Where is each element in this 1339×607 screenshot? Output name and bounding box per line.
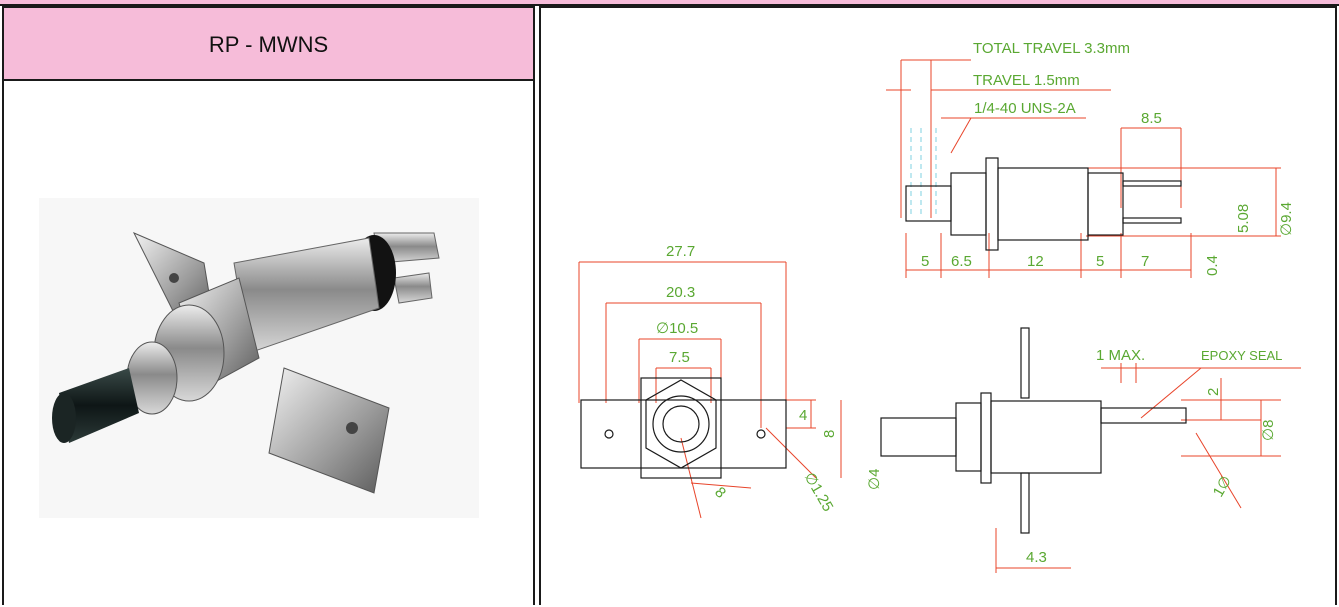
- dimension-labels: TOTAL TRAVEL 3.3mm TRAVEL 1.5mm 1/4-40 U…: [656, 40, 1295, 566]
- hidden-lines: [910, 128, 937, 218]
- label-terminal-offset: 0.4: [1204, 255, 1221, 276]
- label-plunger-diameter: ∅4: [866, 469, 883, 490]
- terminal-lower: [393, 272, 433, 304]
- technical-drawing: TOTAL TRAVEL 3.3mm TRAVEL 1.5mm 1/4-40 U…: [578, 40, 1301, 573]
- label-dim-1: 1∅: [1210, 473, 1235, 500]
- label-terminal-pitch: 5.08: [1235, 204, 1252, 233]
- outline-shapes: [580, 157, 1187, 534]
- plunger-cap: [52, 393, 76, 443]
- dimension-lines: [578, 59, 1301, 573]
- label-seg-body: 12: [1027, 253, 1044, 270]
- bracket-hole-top: [169, 273, 179, 283]
- product-title-bar: RP - MWNS: [4, 8, 533, 81]
- label-dim-2: 2: [1205, 388, 1222, 396]
- label-terminal-length: 8.5: [1141, 110, 1162, 127]
- drawing-panel: TOTAL TRAVEL 3.3mm TRAVEL 1.5mm 1/4-40 U…: [539, 6, 1337, 605]
- label-thread: 1/4-40 UNS-2A: [974, 100, 1076, 117]
- label-tab-hole-offset: 4: [799, 407, 807, 424]
- label-epoxy-seal: EPOXY SEAL: [1201, 348, 1282, 363]
- label-max-gap: 1 MAX.: [1096, 347, 1145, 364]
- top-strip: [0, 0, 1339, 6]
- label-dim-8: ∅8: [1260, 420, 1277, 441]
- label-tab-height: 8: [821, 430, 838, 438]
- plunger-shaft: [59, 368, 139, 443]
- product-photo: [39, 198, 479, 518]
- label-hole-spacing: 20.3: [666, 284, 695, 301]
- label-hole-diameter: ∅1.25: [801, 470, 837, 515]
- label-plunger-width: 7.5: [669, 349, 690, 366]
- label-seg-terminal: 7: [1141, 253, 1149, 270]
- label-nut-diameter: ∅10.5: [656, 320, 698, 337]
- label-seg-base: 5: [1096, 253, 1104, 270]
- label-total-travel: TOTAL TRAVEL 3.3mm: [973, 40, 1130, 57]
- label-travel: TRAVEL 1.5mm: [973, 72, 1080, 89]
- label-bracket-offset: 4.3: [1026, 549, 1047, 566]
- bracket-tab-bottom: [268, 367, 390, 494]
- label-seg-plunger: 5: [921, 253, 929, 270]
- product-panel: RP - MWNS: [2, 6, 535, 605]
- label-bracket-width: 27.7: [666, 243, 695, 260]
- label-seg-thread: 6.5: [951, 253, 972, 270]
- bracket-hole-bottom: [346, 422, 358, 434]
- product-code: RP - MWNS: [208, 32, 329, 57]
- label-nut-flat: 8: [711, 484, 729, 502]
- label-body-diameter: ∅9.4: [1278, 202, 1295, 236]
